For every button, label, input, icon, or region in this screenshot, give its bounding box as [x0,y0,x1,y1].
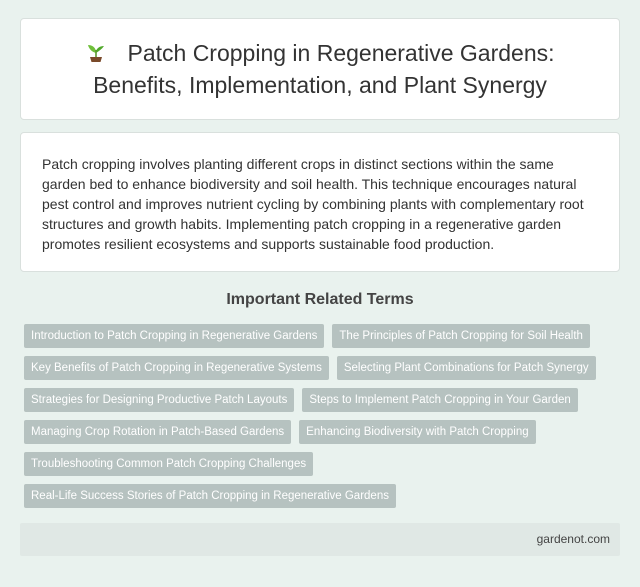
tag-row: Strategies for Designing Productive Patc… [24,388,624,420]
intro-card: Patch cropping involves planting differe… [20,132,620,272]
related-term-tag[interactable]: Key Benefits of Patch Cropping in Regene… [24,356,329,380]
related-term-tag[interactable]: Enhancing Biodiversity with Patch Croppi… [299,420,536,444]
sprout-icon [88,45,105,62]
related-term-tag[interactable]: Managing Crop Rotation in Patch-Based Ga… [24,420,292,444]
intro-paragraph: Patch cropping involves planting differe… [42,156,584,252]
tag-row: Real-Life Success Stories of Patch Cropp… [24,484,624,516]
related-term-tag[interactable]: Real-Life Success Stories of Patch Cropp… [24,484,396,508]
title-line-1: Patch Cropping in Regenerative Gardens: [127,40,555,66]
related-term-tag[interactable]: Selecting Plant Combinations for Patch S… [336,356,596,380]
related-term-tag[interactable]: Steps to Implement Patch Cropping in You… [302,388,578,412]
header-card: Patch Cropping in Regenerative Gardens: … [20,18,620,120]
related-term-tag[interactable]: Strategies for Designing Productive Patc… [24,388,295,412]
footer-site-link[interactable]: gardenot.com [536,532,610,546]
related-term-tag[interactable]: Introduction to Patch Cropping in Regene… [24,324,325,348]
related-term-tag[interactable]: Troubleshooting Common Patch Cropping Ch… [24,452,314,476]
page-title: Patch Cropping in Regenerative Gardens: … [85,37,555,101]
related-term-tag[interactable]: The Principles of Patch Cropping for Soi… [332,324,590,348]
tag-row: Introduction to Patch Cropping in Regene… [24,324,624,356]
footer: gardenot.com [20,523,620,556]
related-terms-heading: Important Related Terms [226,291,414,308]
tag-row: Troubleshooting Common Patch Cropping Ch… [24,452,624,484]
tag-row: Managing Crop Rotation in Patch-Based Ga… [24,420,624,452]
related-terms-list: Introduction to Patch Cropping in Regene… [24,324,624,516]
title-line-2: Benefits, Implementation, and Plant Syne… [93,72,547,98]
tag-row: Key Benefits of Patch Cropping in Regene… [24,356,624,388]
